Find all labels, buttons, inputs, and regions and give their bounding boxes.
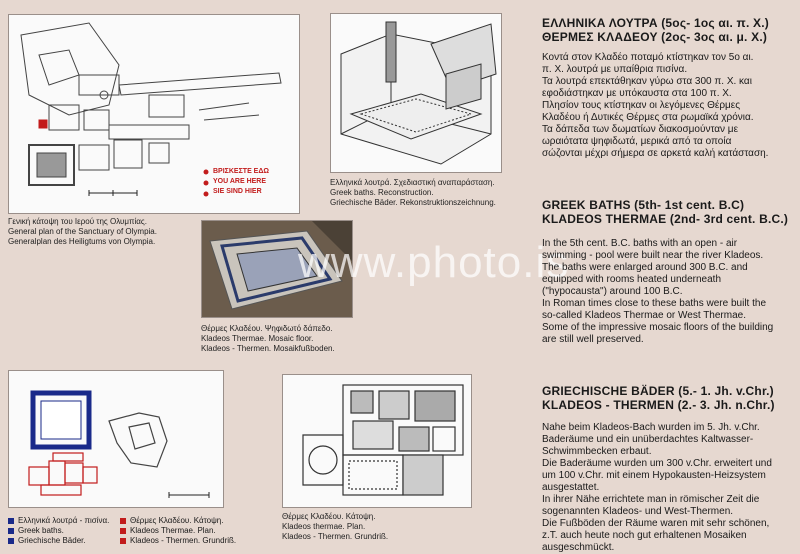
german-line: Die Baderäume wurden um 300 v.Chr. erwei… — [542, 458, 772, 469]
english-line: In the 5th cent. B.C. baths with an open… — [542, 238, 738, 249]
blue-square-icon — [8, 527, 14, 534]
plan-caption-greek: Γενική κάτοψη του Ιερού της Ολυμπίας. — [8, 217, 148, 226]
red-square-icon — [120, 517, 126, 524]
greek-line: εφοδιάστηκαν με υπόκαυστα στα 100 π. Χ. — [542, 88, 732, 99]
plan-caption-german: Generalplan des Heiligtums von Olympia. — [8, 237, 156, 246]
thermae-plan-caption-greek: Θέρμες Κλαδέου. Κάτοψη. — [282, 512, 376, 521]
legend-thermae-english: Kladeos Thermae. Plan. — [130, 526, 216, 535]
greek-baths-plan-panel — [8, 370, 224, 508]
legend-greek-baths: Ελληνικά λουτρά - πισίνα. Greek baths. G… — [8, 516, 109, 546]
english-text-block: GREEK BATHS (5th- 1st cent. B.C) KLADEOS… — [542, 198, 798, 346]
greek-line: π. Χ. λουτρά με υπαίθρια πισίνα. — [542, 64, 688, 75]
german-line: um 100 v.Chr. mit einem Hypokausten-Heiz… — [542, 470, 766, 481]
plan-caption: Γενική κάτοψη του Ιερού της Ολυμπίας. Ge… — [8, 217, 157, 247]
greek-text-block: ΕΛΛΗΝΙΚΑ ΛΟΥΤΡΑ (5ος- 1ος αι. π. Χ.) ΘΕΡ… — [542, 16, 798, 160]
english-line: swimming - pool were built near the rive… — [542, 250, 764, 261]
legend-greek-baths-english: Greek baths. — [18, 526, 64, 535]
english-line: In Roman times close to these baths were… — [542, 298, 767, 309]
legend-thermae-greek: Θέρμες Κλαδέου. Κάτοψη. — [130, 516, 224, 525]
english-title-1: GREEK BATHS (5th- 1st cent. B.C) — [542, 198, 745, 212]
english-line: ("hypocausta") around 100 B.C. — [542, 286, 683, 297]
reconstruction-caption-greek: Ελληνικά λουτρά. Σχεδιαστική αναπαράστασ… — [330, 178, 495, 187]
german-line: sogenannten Kladeos- und West-Thermen. — [542, 506, 734, 517]
greek-line: σώζονται μέχρι σήμερα σε αρκετά καλή κατ… — [542, 148, 769, 159]
english-line: equipped with rooms heated underneath — [542, 274, 722, 285]
german-line: ausgestattet. — [542, 482, 600, 493]
legend-greek-baths-greek: Ελληνικά λουτρά - πισίνα. — [18, 516, 110, 525]
blue-square-icon — [8, 517, 14, 524]
thermae-plan-caption: Θέρμες Κλαδέου. Κάτοψη. Kladeos thermae.… — [282, 512, 388, 542]
thermae-plan-caption-english: Kladeos thermae. Plan. — [282, 522, 366, 531]
english-line: Some of the impressive mosaic floors of … — [542, 322, 774, 333]
greek-line: ωραιότατα ψηφιδωτά, μερικά από τα οποία — [542, 136, 732, 147]
mosaic-caption-german: Kladeos - Thermen. Mosaikfußboden. — [201, 344, 335, 353]
map-legend-greek: ΒΡΙΣΚΕΣΤΕ ΕΔΩ — [213, 168, 269, 175]
sanctuary-plan-panel: ΒΡΙΣΚΕΣΤΕ ΕΔΩ YOU ARE HERE SIE SIND HIER — [8, 14, 300, 214]
mosaic-caption-english: Kladeos Thermae. Mosaic floor. — [201, 334, 314, 343]
greek-line: Πλησίον τους κτίστηκαν οι λεγόμενες Θέρμ… — [542, 100, 741, 111]
greek-body: Κοντά στον Κλαδέο ποταμό κτίστηκαν τον 5… — [542, 52, 798, 160]
greek-line: Τα λουτρά επεκτάθηκαν γύρω στα 300 π. Χ.… — [542, 76, 752, 87]
greek-title-1: ΕΛΛΗΝΙΚΑ ΛΟΥΤΡΑ (5ος- 1ος αι. π. Χ.) — [542, 16, 769, 30]
reconstruction-caption: Ελληνικά λουτρά. Σχεδιαστική αναπαράστασ… — [330, 178, 496, 208]
german-text-block: GRIECHISCHE BÄDER (5.- 1. Jh. v.Chr.) KL… — [542, 384, 798, 554]
plan-caption-english: General plan of the Sanctuary of Olympia… — [8, 227, 157, 236]
reconstruction-caption-german: Griechische Bäder. Rekonstruktionszeichn… — [330, 198, 496, 207]
mosaic-photo — [202, 221, 352, 317]
greek-line: Κλαδέου ή Δυτικές Θέρμες στα ρωμαϊκά χρό… — [542, 112, 754, 123]
legend-greek-baths-german: Griechische Bäder. — [18, 536, 86, 545]
legend-thermae-german: Kladeos - Thermen. Grundriß. — [130, 536, 237, 545]
english-line: are still well preserved. — [542, 334, 644, 345]
thermae-plan-caption-german: Kladeos - Thermen. Grundriß. — [282, 532, 389, 541]
greek-line: Τα δάπεδα των δωματίων διακοσμούνταν με — [542, 124, 739, 135]
english-body: In the 5th cent. B.C. baths with an open… — [542, 238, 798, 346]
red-square-icon — [120, 537, 126, 544]
english-line: The baths were enlarged around 300 B.C. … — [542, 262, 748, 273]
english-line: so-called Kladeos Thermae or West Therma… — [542, 310, 746, 321]
german-line: Schwimmbecken erbaut. — [542, 446, 652, 457]
german-title-1: GRIECHISCHE BÄDER (5.- 1. Jh. v.Chr.) — [542, 384, 774, 398]
greek-baths-plan-drawing — [28, 390, 210, 498]
sanctuary-plan-drawing — [20, 22, 282, 197]
german-line: ausgeschmückt. — [542, 542, 615, 553]
german-line: Baderäume und ein unüberdachtes Kaltwass… — [542, 434, 754, 445]
reconstruction-caption-english: Greek baths. Reconstruction. — [330, 188, 434, 197]
thermae-plan-drawing — [302, 384, 464, 496]
german-title-2: KLADEOS - THERMEN (2.- 3. Jh. n.Chr.) — [542, 398, 775, 412]
reconstruction-panel — [330, 13, 502, 173]
legend-thermae: Θέρμες Κλαδέου. Κάτοψη. Kladeos Thermae.… — [120, 516, 236, 546]
german-line: In ihrer Nähe errichtete man in römische… — [542, 494, 760, 505]
map-legend-german: SIE SIND HIER — [213, 188, 262, 195]
german-body: Nahe beim Kladeos-Bach wurden im 5. Jh. … — [542, 422, 798, 554]
german-line: z.T. auch heute noch gut erhaltenen Mosa… — [542, 530, 747, 541]
thermae-plan-panel — [282, 374, 472, 508]
greek-title-2: ΘΕΡΜΕΣ ΚΛΑΔΕΟΥ (2ος- 3ος αι. μ. Χ.) — [542, 30, 768, 44]
mosaic-caption-greek: Θέρμες Κλαδέου. Ψηφιδωτό δάπεδο. — [201, 324, 333, 333]
german-line: Nahe beim Kladeos-Bach wurden im 5. Jh. … — [542, 422, 760, 433]
watermark: www.photo.is — [298, 238, 570, 287]
mosaic-caption: Θέρμες Κλαδέου. Ψηφιδωτό δάπεδο. Kladeos… — [201, 324, 335, 354]
greek-line: Κοντά στον Κλαδέο ποταμό κτίστηκαν τον 5… — [542, 52, 754, 63]
map-legend: ΒΡΙΣΚΕΣΤΕ ΕΔΩ YOU ARE HERE SIE SIND HIER — [213, 167, 269, 197]
german-line: Die Fußböden der Räume waren mit sehr sc… — [542, 518, 770, 529]
blue-square-icon — [8, 537, 14, 544]
map-legend-english: YOU ARE HERE — [213, 178, 267, 185]
english-title-2: KLADEOS THERMAE (2nd- 3rd cent. B.C.) — [542, 212, 789, 226]
reconstruction-drawing — [340, 21, 497, 165]
mosaic-photo-panel — [201, 220, 353, 318]
red-square-icon — [120, 527, 126, 534]
